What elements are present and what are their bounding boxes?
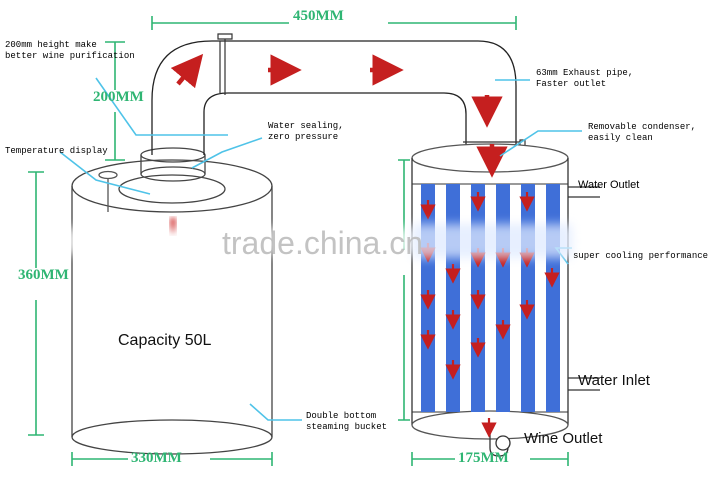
dimension-330mm: 330MM bbox=[131, 450, 182, 466]
callout-double-bottom: Double bottom steaming bucket bbox=[306, 411, 388, 432]
callout-exhaust-pipe: 63mm Exhaust pipe, Faster outlet bbox=[536, 68, 634, 89]
pipe-vent-stub bbox=[217, 33, 233, 95]
label-water-outlet: Water Outlet bbox=[578, 179, 640, 191]
label-capacity: Capacity 50L bbox=[118, 332, 212, 349]
dimension-200mm: 200MM bbox=[93, 89, 144, 105]
callout-water-sealing: Water sealing, zero pressure bbox=[268, 121, 344, 142]
label-water-inlet: Water Inlet bbox=[578, 372, 650, 389]
condenser-body bbox=[411, 143, 569, 440]
water-inlet-pipe bbox=[568, 377, 600, 391]
dimension-175mm: 175MM bbox=[458, 450, 509, 466]
water-outlet-pipe bbox=[568, 186, 600, 198]
vapor-flow-arrows bbox=[170, 53, 508, 178]
wine-outlet-spout bbox=[489, 432, 511, 457]
site-watermark: trade.china.cn bbox=[222, 225, 424, 261]
exhaust-pipe-left-riser bbox=[151, 40, 478, 155]
thermometer-probe bbox=[98, 170, 118, 212]
water-seal-collar bbox=[140, 147, 206, 182]
callout-leaders bbox=[59, 77, 582, 421]
label-wine-outlet: Wine Outlet bbox=[524, 430, 603, 447]
dimension-360mm: 360MM bbox=[18, 267, 69, 283]
exhaust-pipe-elbow-right bbox=[443, 40, 517, 152]
callout-condenser: Removable condenser, easily clean bbox=[588, 122, 697, 143]
dimension-lines bbox=[28, 16, 569, 466]
callout-purification: 200mm height make better wine purificati… bbox=[5, 40, 135, 61]
callout-temperature: Temperature display bbox=[5, 146, 108, 156]
dimension-450mm: 450MM bbox=[293, 8, 344, 24]
left-boiler-tank bbox=[71, 159, 273, 455]
condenser-cooling-tubes bbox=[421, 184, 560, 412]
callout-cooling: super cooling performance bbox=[573, 251, 709, 261]
heat-indicator bbox=[170, 218, 176, 234]
